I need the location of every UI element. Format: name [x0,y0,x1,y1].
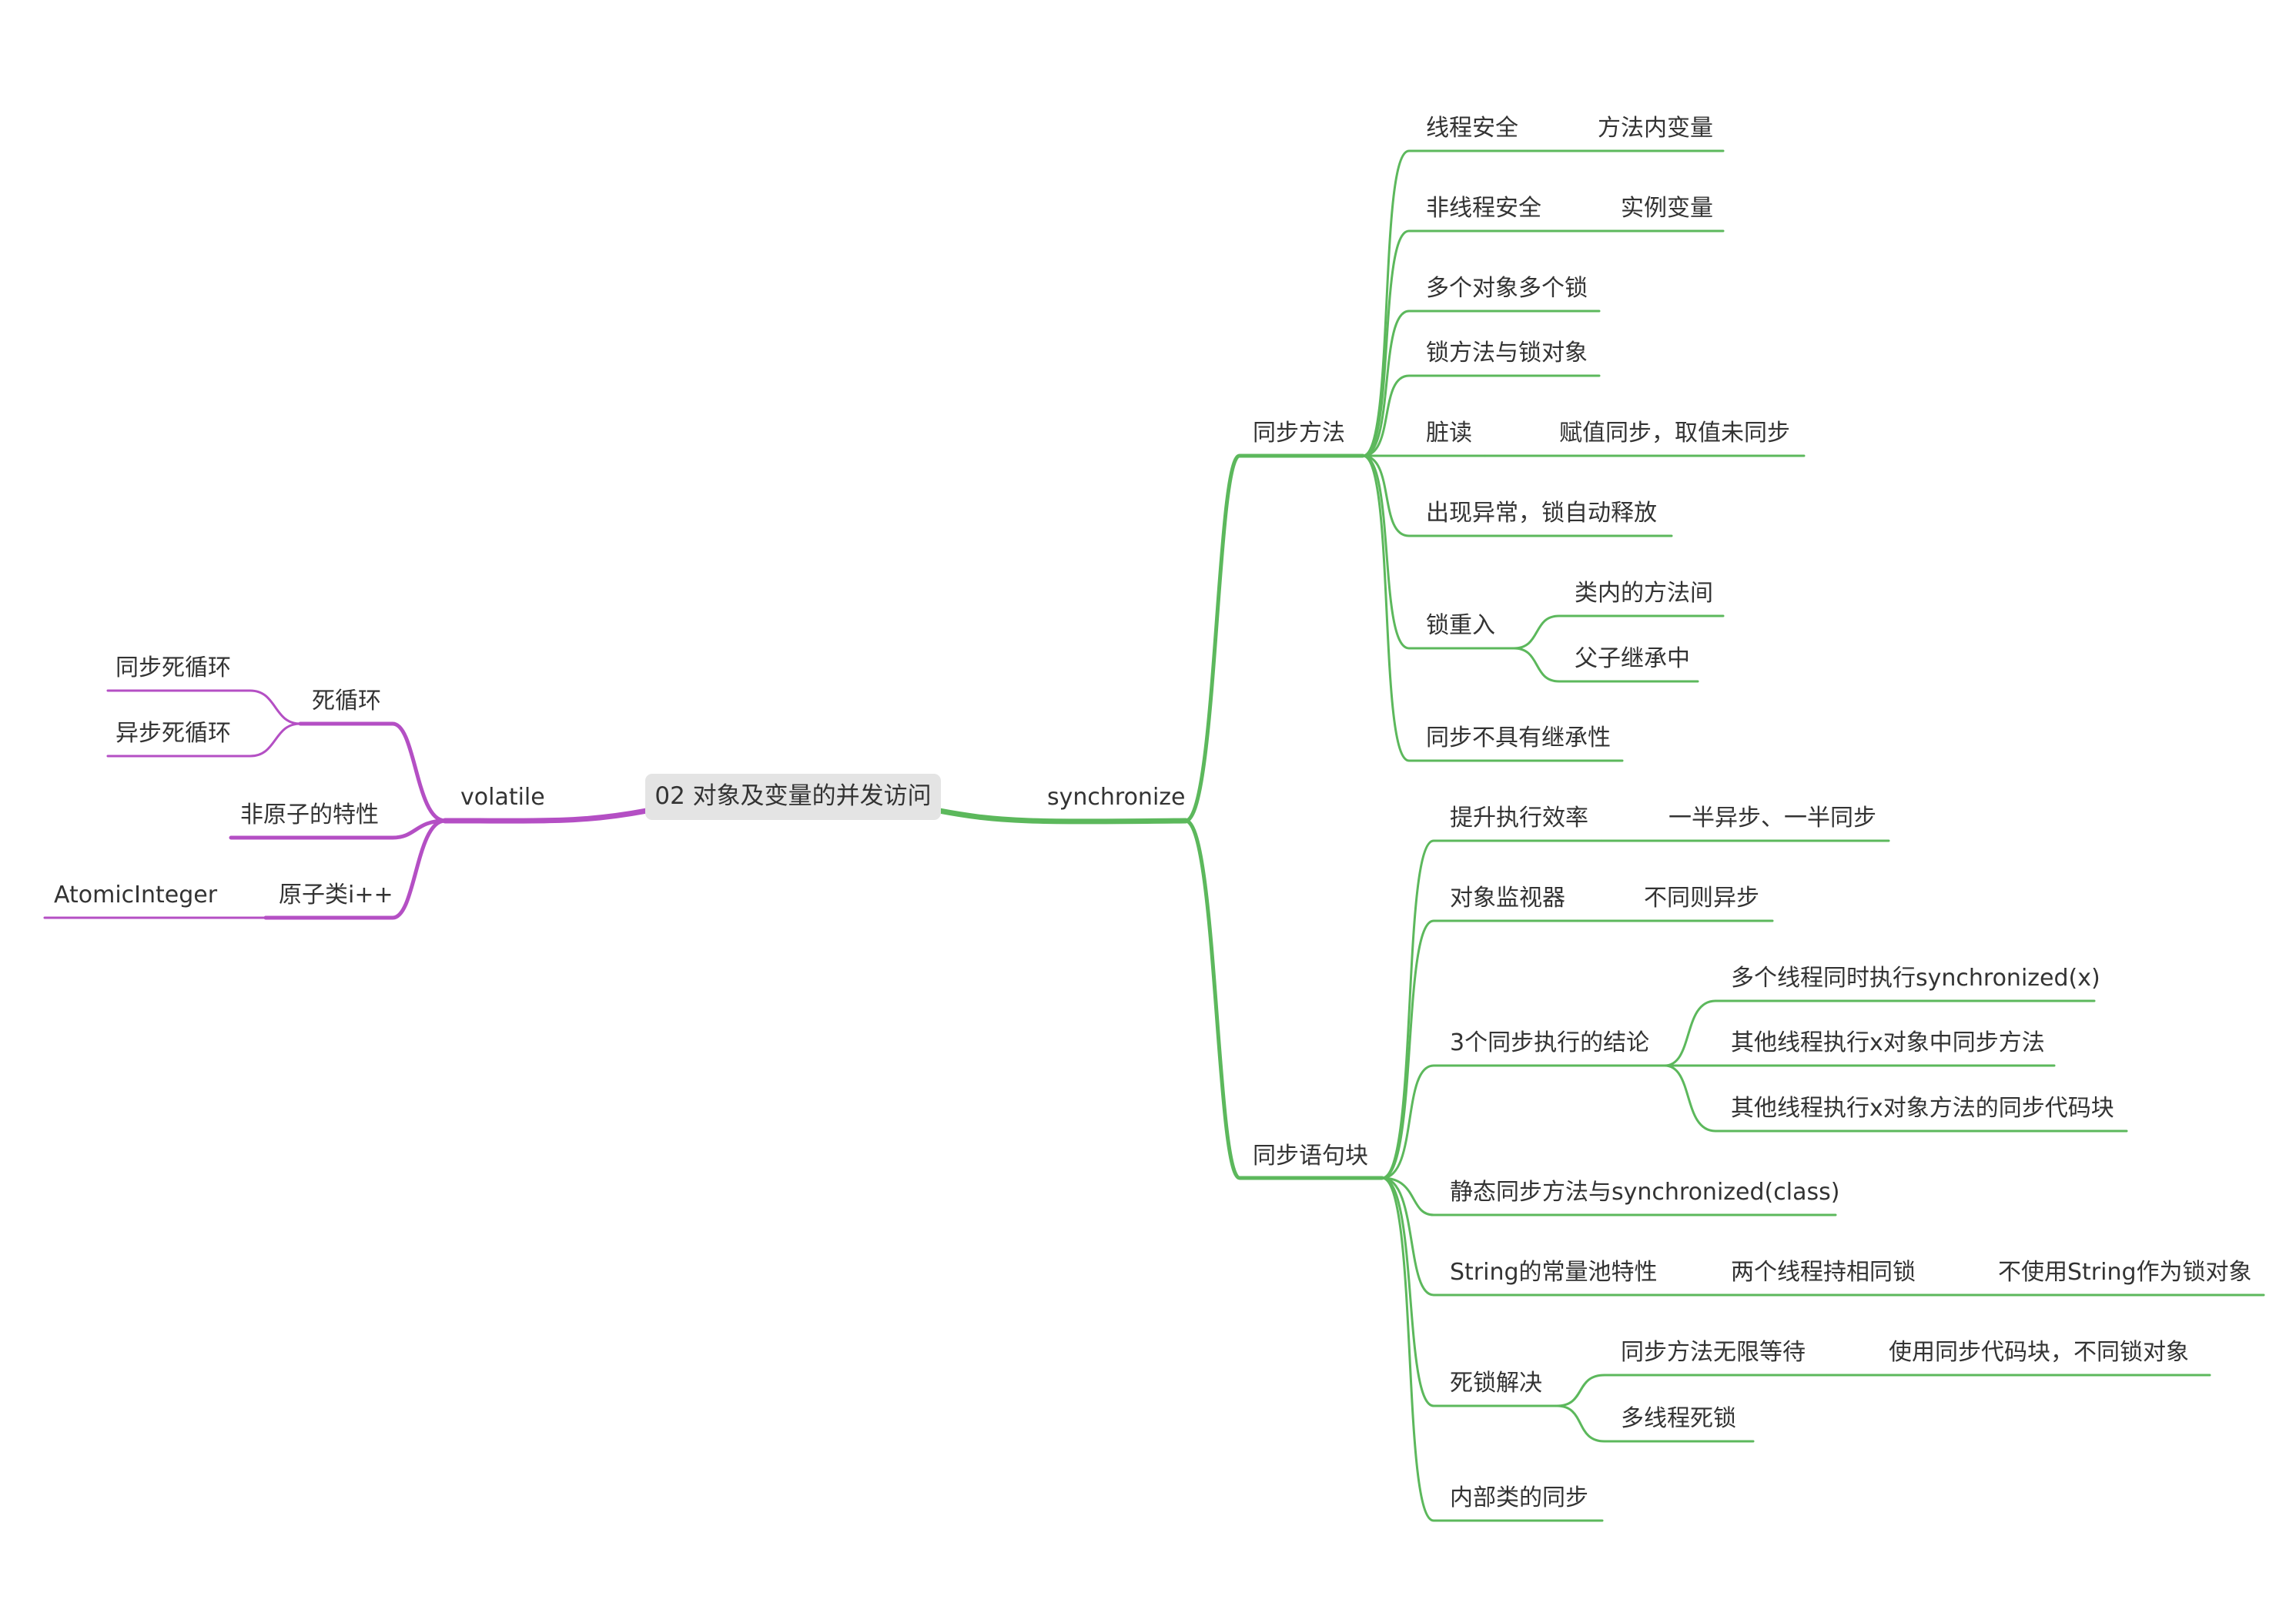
node-deadlock-b[interactable]: 多线程死锁 [1621,1405,1736,1432]
node-string-pool-b[interactable]: 不使用String作为锁对象 [1998,1259,2252,1286]
edge-deadlock-a [1555,1374,1829,1407]
edge-thread-safe [1361,149,1530,457]
node-reentrant[interactable]: 锁重入 [1426,612,1495,639]
node-conclusion-3[interactable]: 其他线程执行x对象方法的同步代码块 [1731,1095,2114,1122]
edge-string-pool [1381,1176,1670,1297]
node-thread-safe-note[interactable]: 方法内变量 [1598,115,1713,142]
node-deadlock[interactable]: 死锁解决 [1450,1370,1542,1397]
node-multi-obj[interactable]: 多个对象多个锁 [1426,275,1588,302]
volatile-connectors [43,689,650,920]
edge-conclusion-3 [1663,1064,2128,1133]
node-efficiency[interactable]: 提升执行效率 [1450,805,1588,832]
volatile-labels: volatile 死循环 同步死循环 异步死循环 非原子的特性 原子类i++ A… [54,654,545,909]
edge-non-thread-safe [1361,229,1555,457]
node-non-thread-safe-note[interactable]: 实例变量 [1621,195,1713,222]
node-conclusions[interactable]: 3个同步执行的结论 [1450,1029,1649,1056]
edge-atomic [263,818,447,920]
node-no-inherit[interactable]: 同步不具有继承性 [1426,724,1611,751]
edge-exception [1361,454,1673,537]
edge-non-atomic [229,818,447,840]
synchronize-labels: synchronize 同步方法 线程安全 方法内变量 非线程安全 实例变量 多… [1047,115,2252,1511]
edge-static-sync [1381,1176,1837,1216]
node-volatile[interactable]: volatile [460,784,545,811]
edge-reentrant-a [1512,614,1725,650]
root-node[interactable]: 02 对象及变量的并发访问 [645,774,941,820]
node-non-atomic[interactable]: 非原子的特性 [240,801,379,828]
node-dirty-read[interactable]: 脏读 [1426,420,1472,447]
edge-no-inherit [1361,454,1624,762]
root-node-box [645,774,941,820]
node-dead-loop[interactable]: 死循环 [312,688,381,714]
node-monitor-note[interactable]: 不同则异步 [1644,885,1759,912]
edge-conclusions [1381,1064,1666,1180]
node-inner-class[interactable]: 内部类的同步 [1450,1484,1588,1511]
synchronize-connectors [936,149,2265,1522]
node-atomic[interactable]: 原子类i++ [279,882,393,909]
node-sync-method[interactable]: 同步方法 [1253,420,1345,447]
node-conclusion-1[interactable]: 多个线程同时执行synchronized(x) [1731,965,2100,992]
node-monitor[interactable]: 对象监视器 [1450,885,1565,912]
edge-sync-block [1183,818,1384,1180]
edge-deadlock-b [1555,1404,1755,1443]
node-string-pool[interactable]: String的常量池特性 [1450,1259,1658,1286]
node-exception[interactable]: 出现异常，锁自动释放 [1426,500,1657,527]
node-string-pool-a[interactable]: 两个线程持相同锁 [1731,1259,1916,1286]
node-non-thread-safe[interactable]: 非线程安全 [1426,195,1541,222]
edge-inner-class [1381,1176,1604,1522]
edge-root-volatile [442,808,650,824]
node-efficiency-note[interactable]: 一半异步、一半同步 [1668,805,1876,832]
node-dead-loop-sync[interactable]: 同步死循环 [115,654,231,681]
edge-deadlock [1381,1176,1558,1407]
edge-sync-method [1183,453,1365,823]
edge-multi-obj [1361,310,1601,457]
node-thread-safe[interactable]: 线程安全 [1426,115,1518,142]
node-static-sync[interactable]: 静态同步方法与synchronized(class) [1450,1179,1839,1206]
node-sync-block[interactable]: 同步语句块 [1253,1143,1368,1170]
edge-dead-loop-async [106,722,302,758]
edge-conclusion-1 [1663,999,2096,1067]
edge-lock-method [1361,374,1601,457]
node-dirty-read-note[interactable]: 赋值同步，取值未同步 [1559,420,1790,447]
node-deadlock-a[interactable]: 同步方法无限等待 [1621,1339,1806,1366]
node-reentrant-b[interactable]: 父子继承中 [1575,645,1690,672]
node-synchronize[interactable]: synchronize [1047,784,1186,811]
node-conclusion-2[interactable]: 其他线程执行x对象中同步方法 [1731,1029,2045,1056]
edge-monitor [1381,919,1580,1180]
edge-root-synchronize [936,808,1189,825]
node-atomic-note[interactable]: AtomicInteger [54,882,218,909]
node-dead-loop-async[interactable]: 异步死循环 [115,720,231,747]
edge-dead-loop [298,721,447,823]
node-reentrant-a[interactable]: 类内的方法间 [1575,580,1713,607]
edge-dead-loop-sync [106,689,302,725]
edge-reentrant-b [1512,647,1699,683]
root-title: 02 对象及变量的并发访问 [654,782,931,810]
edge-efficiency [1381,839,1604,1180]
node-deadlock-a-note[interactable]: 使用同步代码块，不同锁对象 [1889,1339,2189,1366]
node-lock-method[interactable]: 锁方法与锁对象 [1426,340,1588,366]
edge-reentrant [1361,454,1515,650]
